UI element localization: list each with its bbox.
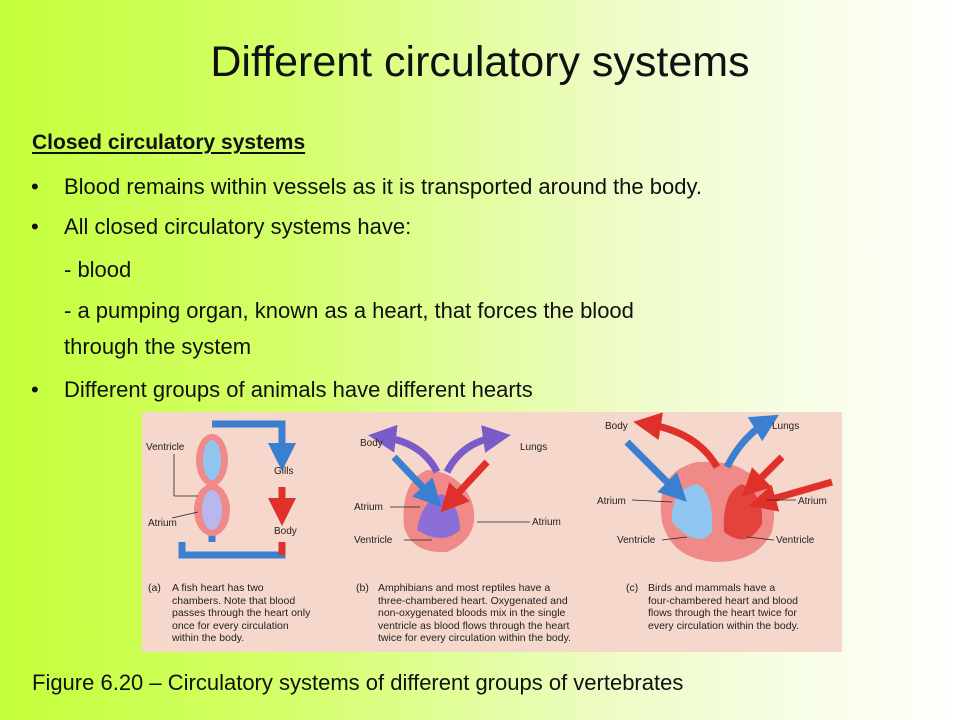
label-atrium: Atrium [532, 517, 561, 528]
arrow-from-lungs [440, 459, 490, 513]
label-ventricle: Ventricle [617, 535, 656, 546]
caption-line: Amphibians and most reptiles have a [378, 582, 551, 594]
caption-line: three-chambered heart. Oxygenated and [378, 594, 568, 607]
caption-line: ventricle as blood flows through the hea… [378, 619, 570, 632]
arrow-to-body [633, 412, 721, 469]
label-atrium: Atrium [597, 496, 626, 507]
label-body: Body [274, 526, 297, 537]
caption-letter: (b) [356, 582, 369, 594]
caption-line: twice for every circulation within the b… [378, 632, 571, 644]
slide-title: Different circulatory systems [210, 38, 750, 86]
arrow-from-body [624, 439, 687, 502]
label-lungs: Lungs [772, 421, 799, 432]
leader-line [171, 511, 199, 519]
label-atrium: Atrium [354, 502, 383, 513]
label-gills: Gills [274, 466, 293, 477]
leader-line [661, 536, 688, 541]
circulatory-figure: Ventricle Atrium Gills Body Body Lungs A… [142, 412, 842, 652]
label-ventricle: Ventricle [354, 535, 393, 546]
label-body: Body [360, 438, 383, 449]
amphibian-heart-diagram: Body Lungs Atrium Atrium Ventricle [354, 424, 561, 553]
leader-line [631, 499, 673, 503]
caption-line: flows through the heart twice for [648, 607, 797, 619]
bullet-text: Blood remains within vessels as it is tr… [64, 174, 702, 199]
label-ventricle: Ventricle [776, 535, 815, 546]
label-atrium: Atrium [798, 496, 827, 507]
arrow-from-lungs [742, 454, 785, 497]
bullet-item: • Blood remains within vessels as it is … [31, 172, 702, 202]
ventricle-chamber [203, 440, 221, 480]
caption-letter: (c) [626, 582, 639, 594]
vessel-to-gills [212, 420, 296, 471]
arrow-to-lungs [443, 425, 511, 474]
caption-letter: (a) [148, 582, 161, 594]
caption-line: Birds and mammals have a [648, 582, 776, 594]
bullet-text: Different groups of animals have differe… [64, 377, 533, 402]
arrow-to-lungs [723, 414, 780, 469]
caption-line: within the body. [172, 632, 245, 644]
dash-item: - blood [64, 257, 132, 282]
caption-block-b: Amphibians and most reptiles have a thre… [378, 582, 628, 645]
label-ventricle: Ventricle [146, 442, 185, 453]
dash-item: - a pumping organ, known as a heart, tha… [64, 298, 634, 323]
label-body: Body [605, 421, 628, 432]
caption-line: chambers. Note that blood [172, 594, 296, 607]
bullet-glyph: • [31, 377, 39, 402]
bullet-glyph: • [31, 214, 39, 239]
caption-line: A fish heart has two [172, 582, 264, 594]
caption-block-a: A fish heart has two chambers. Note that… [172, 582, 352, 645]
caption-line: non-oxygenated bloods mix in the single [378, 607, 566, 619]
figure-caption: Figure 6.20 – Circulatory systems of dif… [32, 670, 684, 695]
bullet-text: All closed circulatory systems have: [64, 214, 412, 239]
leader-line [746, 536, 775, 541]
vessel-return [178, 542, 286, 559]
fish-heart-diagram: Ventricle Atrium Gills Body [146, 420, 297, 559]
label-atrium: Atrium [148, 518, 177, 529]
bird-mammal-heart-diagram: Body Lungs Atrium Atrium Ventricle Ventr… [597, 412, 833, 562]
bullet-glyph: • [31, 174, 39, 199]
caption-line: once for every circulation [172, 619, 289, 632]
section-subheading: Closed circulatory systems [32, 131, 306, 154]
label-lungs: Lungs [520, 442, 547, 453]
arrow-to-body [368, 424, 441, 474]
caption-block-c: Birds and mammals have a four-chambered … [648, 582, 838, 632]
caption-line: every circulation within the body. [648, 619, 799, 632]
dash-item-continuation: through the system [64, 334, 252, 359]
arrow-oxygenated [748, 478, 833, 512]
bullet-item: • Different groups of animals have diffe… [31, 375, 533, 405]
arrow-from-body [391, 454, 442, 508]
heart-diagrams: Ventricle Atrium Gills Body Body Lungs A… [146, 412, 833, 562]
caption-line: passes through the heart only [172, 607, 311, 619]
bullet-item: • All closed circulatory systems have: [31, 212, 412, 242]
atrium-chamber [202, 490, 222, 530]
caption-line: four-chambered heart and blood [648, 594, 799, 607]
